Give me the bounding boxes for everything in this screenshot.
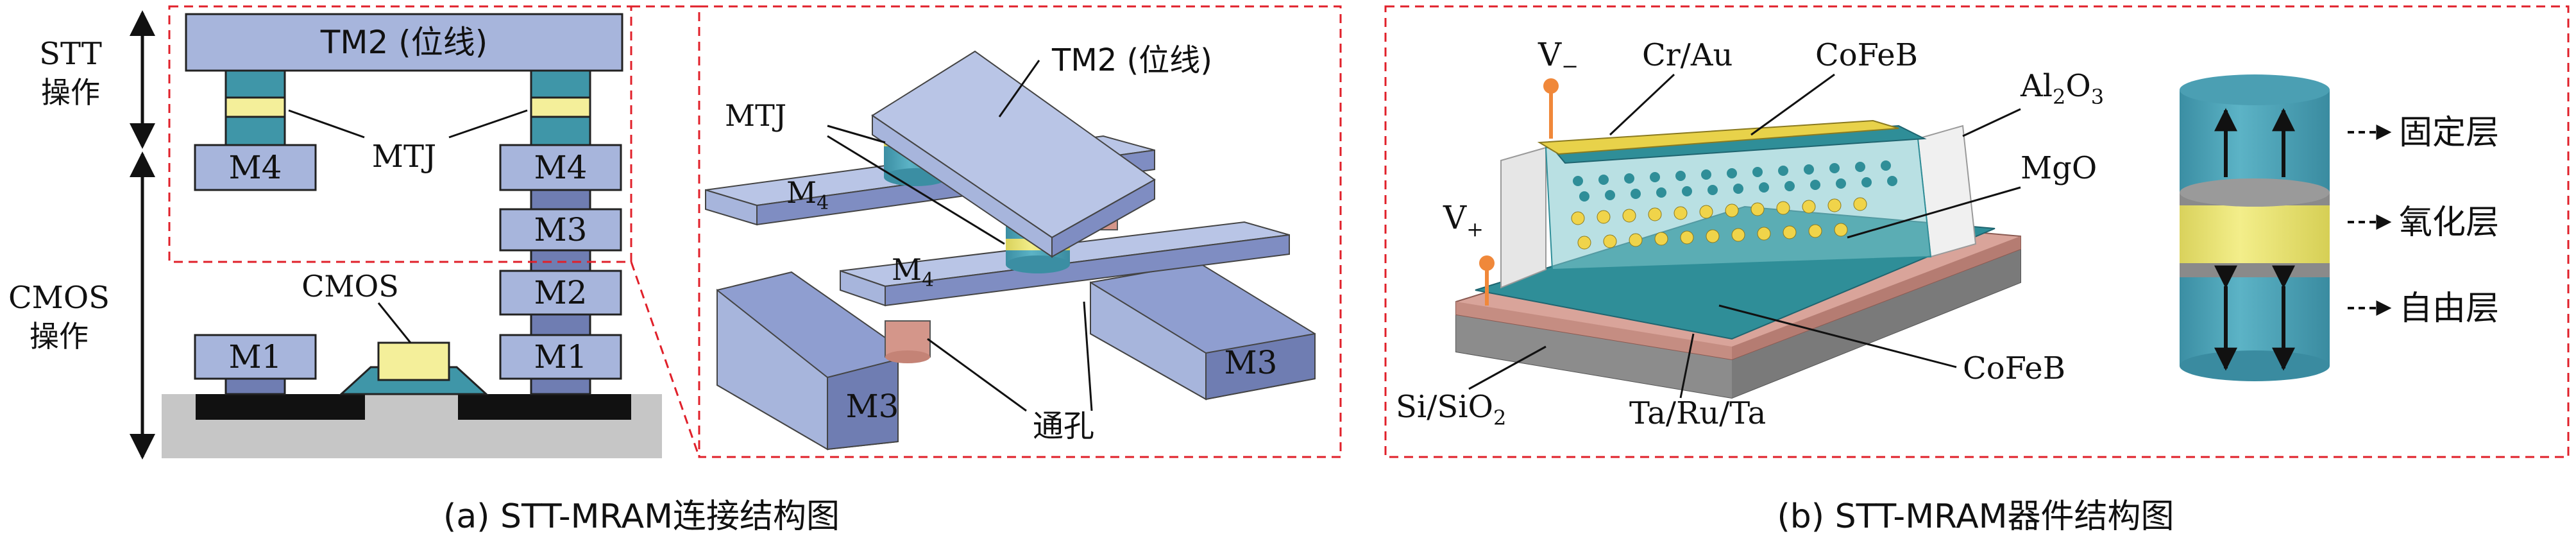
label-si-sio2: Si/SiO2 [1396,389,1506,430]
m1-left [194,334,317,380]
mtj-leader-left [288,109,365,139]
zoom-connector-bottom [630,261,700,458]
m1-left-label: M1 [228,338,282,375]
cmos-label-line2: 操作 [30,319,89,354]
panel-b-box [1384,5,2570,458]
via-m3-m2 [530,249,591,272]
diffusion-right [458,394,631,420]
stt-label-line1: STT [39,36,102,72]
label-cofeb-bottom: CoFeB [1963,350,2065,386]
cmos-gate [377,341,450,381]
mtj-right-barrier [530,96,591,118]
cmos-leader [377,302,412,343]
label-vplus: V+ [1443,199,1484,241]
inset-m3-left-label: M3 [845,388,899,425]
mtj-label: MTJ [372,139,436,175]
cmos-chip-label: CMOS [301,269,399,304]
m1-right-label: M1 [534,338,587,375]
al2o3-wall-left [1500,146,1546,289]
zoom-region-box [168,5,632,263]
mtj-leader-right [448,109,528,139]
label-vminus: V− [1538,36,1579,78]
contact-left [225,377,286,395]
label-taruta: Ta/Ru/Ta [1629,395,1766,431]
m4-left-label: M4 [228,149,282,186]
m4-left [194,144,317,191]
label-cofeb-top: CoFeB [1815,37,1918,73]
label-crau: Cr/Au [1642,37,1733,73]
caption-a: (a) STT-MRAM连接结构图 [443,497,840,536]
cmos-label-line1: CMOS [8,280,110,316]
m3-right-label: M3 [534,211,587,248]
mtj-right-top [530,69,591,99]
inset-m3-right-label: M3 [1224,344,1277,381]
tm2-bitline [185,13,623,72]
contact-right [530,377,591,395]
via-m2-m1 [530,313,591,336]
device-3d [1455,78,2021,399]
m4-right-label: M4 [534,149,587,186]
inset-tm2-label: TM2 (位线) [1051,42,1212,78]
panel-a: STT 操作 CMOS 操作 TM2 (位线) M4 M4 M3 M2 M1 [8,5,1342,536]
via-m4-m3 [530,189,591,211]
label-fixed-layer: 固定层 [2399,114,2499,152]
mgo-atoms [1573,160,1897,202]
m2-right-label: M2 [534,274,587,311]
panel-b: V− V+ Cr/Au CoFeB Al2O3 MgO CoFeB Si/SiO… [1384,5,2570,536]
stt-label-line2: 操作 [41,75,100,110]
mtj-left-bottom [225,116,286,146]
mtj-cylinder [2180,74,2330,381]
inset-via-label: 通孔 [1033,408,1094,444]
mtj-right-bottom [530,116,591,146]
label-mgo: MgO [2021,150,2097,186]
label-al2o3: Al2O3 [2020,68,2104,109]
tm2-label: TM2 (位线) [320,24,487,61]
label-oxide-layer: 氧化层 [2399,203,2499,242]
label-free-layer: 自由层 [2399,289,2499,328]
m2-right [499,270,622,316]
m1-right [499,334,622,380]
m4-right [499,144,622,191]
inset-m4-upper-label: M4 [786,175,829,214]
terminal-vplus [1479,255,1495,271]
terminal-vminus [1543,78,1559,94]
inset-3d-structure: M3 M3 M4 M4 [705,42,1316,451]
diffusion-left [196,394,365,420]
mtj-left-barrier [225,96,286,118]
inset-m4-lower-label: M4 [892,252,934,291]
caption-b: (b) STT-MRAM器件结构图 [1777,497,2174,536]
inset-mtj-label: MTJ [725,98,786,133]
m3-right [499,208,622,252]
mtj-left-top [225,69,286,99]
